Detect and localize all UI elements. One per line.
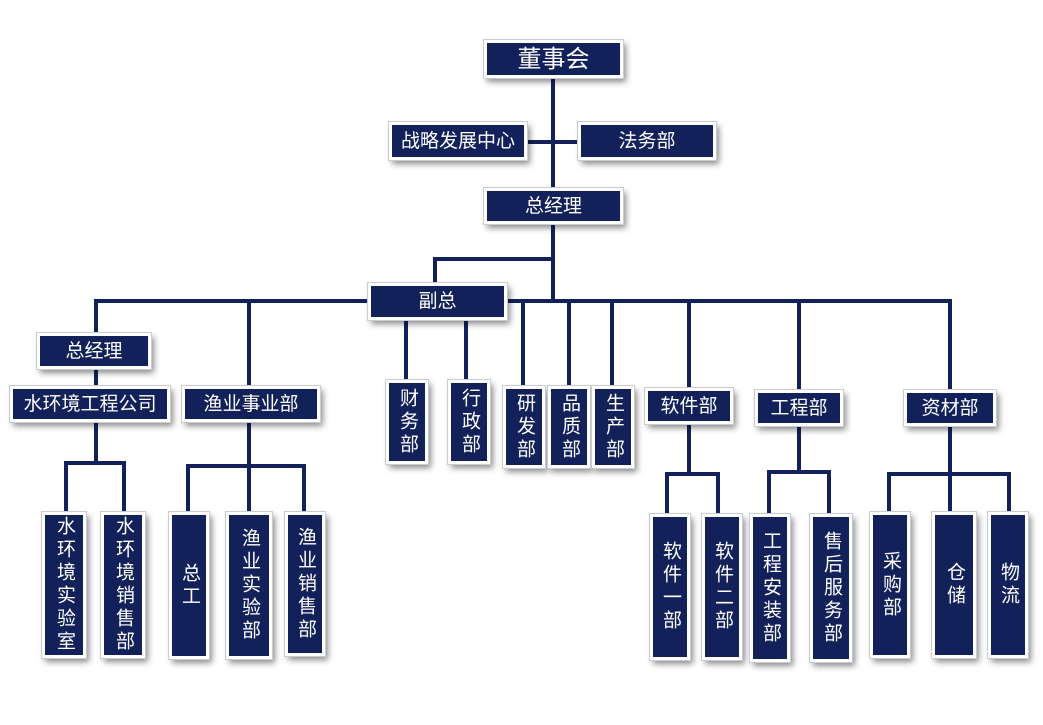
- node-water-lab: 水环境实验室: [41, 511, 87, 659]
- node-admin: 行政部: [447, 379, 491, 465]
- node-software2: 软件二部: [701, 513, 743, 661]
- node-eng-install: 工程安装部: [749, 513, 791, 663]
- node-water-sales: 水环境销售部: [100, 511, 146, 659]
- node-storage: 仓储: [931, 511, 977, 659]
- node-board: 董事会: [483, 39, 624, 79]
- node-engineering: 工程部: [754, 389, 844, 427]
- node-fishery: 渔业事业部: [181, 385, 321, 423]
- node-water-company: 水环境工程公司: [9, 385, 171, 423]
- node-software: 软件部: [644, 387, 734, 425]
- node-software1: 软件一部: [649, 513, 691, 661]
- node-chief-eng: 总工: [168, 511, 210, 660]
- node-production: 生产部: [591, 385, 635, 469]
- node-fishery-sales: 渔业销售部: [284, 511, 326, 657]
- node-purchasing: 采购部: [869, 511, 911, 659]
- node-vp: 副总: [367, 282, 508, 321]
- node-strategy: 战略发展中心: [388, 121, 528, 161]
- node-legal: 法务部: [577, 121, 717, 161]
- node-quality: 品质部: [547, 385, 591, 469]
- node-gm: 总经理: [483, 187, 624, 225]
- node-rd: 研发部: [502, 385, 546, 469]
- node-sub-gm: 总经理: [36, 332, 152, 370]
- node-finance: 财务部: [385, 379, 429, 465]
- node-fishery-lab: 渔业实验部: [225, 511, 273, 660]
- node-logistics: 物流: [987, 511, 1029, 659]
- node-materials: 资材部: [903, 389, 997, 427]
- node-after-sales: 售后服务部: [809, 513, 853, 663]
